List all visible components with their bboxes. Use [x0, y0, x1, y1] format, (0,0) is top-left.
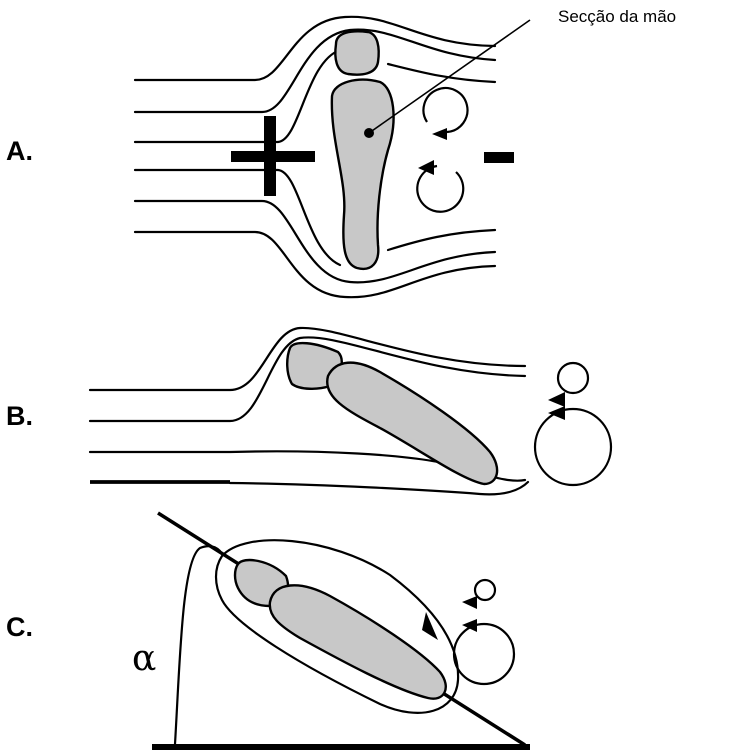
hand-section-c-lower [270, 585, 446, 698]
hand-section-b-lower [327, 363, 497, 484]
panel-b: B. [6, 328, 611, 494]
streamline-a-4 [135, 170, 340, 265]
panel-b-label: B. [6, 401, 33, 431]
minus-sign [484, 152, 514, 163]
plus-sign [231, 116, 315, 196]
streamline-a-5 [135, 201, 495, 282]
streamline-a-6 [135, 232, 495, 297]
angle-alpha: α [132, 638, 156, 679]
angle-arc [175, 546, 220, 744]
panel-a: A. Secção da m [6, 7, 676, 297]
panel-c: C. α [6, 513, 530, 750]
streamline-a-2 [135, 30, 495, 112]
panel-a-label: A. [6, 136, 33, 166]
callout-line [369, 20, 530, 133]
vortex-b-large [535, 409, 611, 485]
vortex-b-small [558, 363, 588, 393]
streamline-a-7 [388, 64, 495, 82]
vortex-a-lower [417, 160, 463, 212]
callout-dot [364, 128, 374, 138]
vortex-a-upper [423, 88, 467, 140]
streamline-a-8 [388, 230, 495, 250]
panel-c-label: C. [6, 612, 33, 642]
baseline [152, 744, 530, 750]
circulation-arrow [422, 612, 438, 640]
streamline-a-3 [135, 50, 340, 142]
hand-section-a-upper [335, 31, 378, 74]
callout-label: Secção da mão [558, 7, 676, 26]
vortex-c-small [475, 580, 495, 600]
vortex-b-arrow-1 [548, 392, 565, 407]
hand-section-a-lower [332, 80, 394, 269]
vortex-c-large [454, 624, 514, 684]
vortex-b-arrow-2 [548, 406, 565, 420]
vortex-c-arrow-1 [462, 596, 477, 609]
